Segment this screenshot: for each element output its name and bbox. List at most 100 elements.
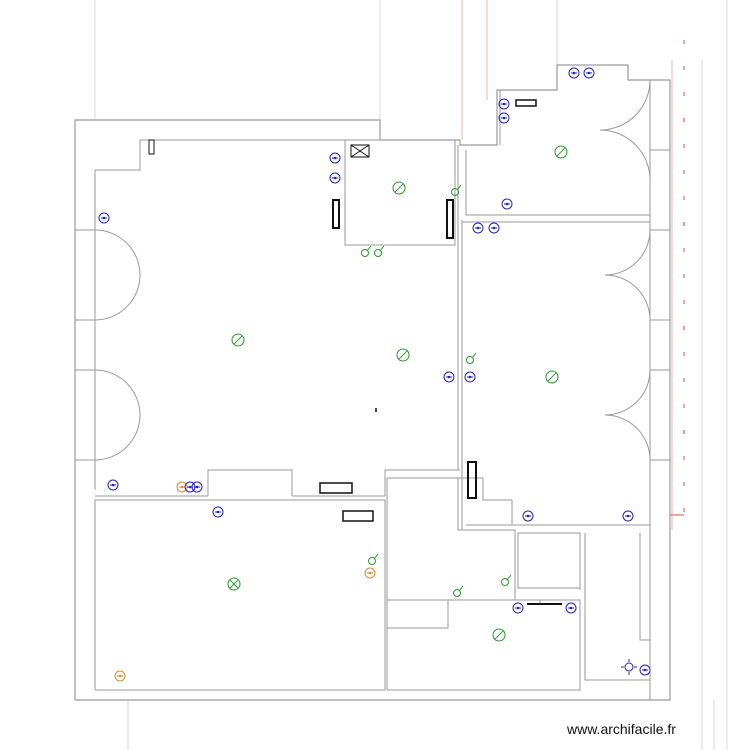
switch-icon [501,574,512,586]
outlet-dot [626,514,630,518]
switch-circle [466,356,474,364]
light-circle [554,145,568,159]
outlet-circle [568,67,580,79]
outlet-circle [212,506,224,518]
ceiling-light-icon [231,333,245,347]
outlet-orange-icon [114,670,126,682]
outlet-dot [569,606,573,610]
outlet-dot [492,226,496,230]
outlet-circle [498,112,510,124]
vent-cross [350,144,370,158]
outlet-icon [498,98,510,110]
light-mark [229,579,239,589]
appliance-icon [446,199,454,239]
ceiling-light-icon [554,145,568,159]
switch-circle [368,557,376,565]
outlet-icon [329,152,341,164]
outlet-circle [329,152,341,164]
outlet-circle [639,664,651,676]
light-mark [556,147,566,157]
watermark-text: www.archifacile.fr [567,721,676,737]
radiator-icon [342,510,374,522]
ceiling-light-icon [396,348,410,362]
switch-lever [379,245,385,252]
switch-icon [374,245,385,257]
outlet-circle [464,371,476,383]
ceiling-light-icon [545,370,559,384]
door-swing-arc [604,369,651,461]
door-swing-arc [604,229,651,321]
outlet-dot [118,674,122,678]
light-circle [492,628,506,642]
switch-lever [506,574,512,581]
outlet-icon [622,510,634,522]
outlet-circle [329,172,341,184]
outlet-icon [639,664,651,676]
outlet-circle [364,567,376,579]
outlet-circle [583,67,595,79]
outer-wall-strip [649,79,671,701]
outlet-dot [102,216,106,220]
outlet-circle [191,481,203,493]
light-mark [547,372,557,382]
room-bottom-right [584,533,651,681]
light-circle [545,370,559,384]
switch-lever [471,352,477,359]
outlet-icon [565,602,577,614]
outlet-icon [522,510,534,522]
light-circle [392,181,406,195]
light-core [624,662,634,672]
switch-circle [361,249,369,257]
wall-light-x-icon [227,577,241,591]
outlet-dot [180,485,184,489]
room-closet [517,532,581,589]
room-bottom-middle [387,599,581,691]
outlet-icon [498,112,510,124]
exterior-light-icon [621,659,637,675]
light-mark [398,350,408,360]
outlet-icon [464,371,476,383]
outlet-dot [195,485,199,489]
outlet-icon [583,67,595,79]
switch-circle [501,578,509,586]
switch-circle [374,249,382,257]
switch-lever [456,184,462,191]
switch-lever [373,553,379,560]
outlet-dot [476,226,480,230]
outlet-circle [488,222,500,234]
outlet-icon [191,481,203,493]
outlet-dot [526,514,530,518]
switch-icon [466,352,477,364]
inner-wall [94,139,345,490]
outlet-circle [565,602,577,614]
outlet-dot [333,176,337,180]
door-swing-arc [94,229,141,321]
outlet-circle [512,602,524,614]
ventilation-x-icon [350,144,370,158]
outlet-dot [111,483,115,487]
inner-wall [292,469,460,497]
wall-notch [207,469,293,496]
outer-wall [74,64,671,701]
outlet-dot [333,156,337,160]
outlet-icon [329,172,341,184]
switch-circle [451,188,459,196]
light-circle [227,577,241,591]
room-right [466,221,651,526]
door-swing-arc [94,369,141,461]
wall-notch [387,600,449,629]
outlet-circle [98,212,110,224]
room-upper-right [465,80,651,216]
outlet-circle [501,198,513,210]
outlet-icon [212,506,224,518]
switch-icon [361,245,372,257]
ceiling-light-icon [492,628,506,642]
appliance-icon [332,199,340,229]
fixture-small-box [148,139,155,155]
outlet-circle [498,98,510,110]
light-mark [233,335,243,345]
outlet-dot [447,375,451,379]
light-mark [494,630,504,640]
light-mark [394,183,404,193]
